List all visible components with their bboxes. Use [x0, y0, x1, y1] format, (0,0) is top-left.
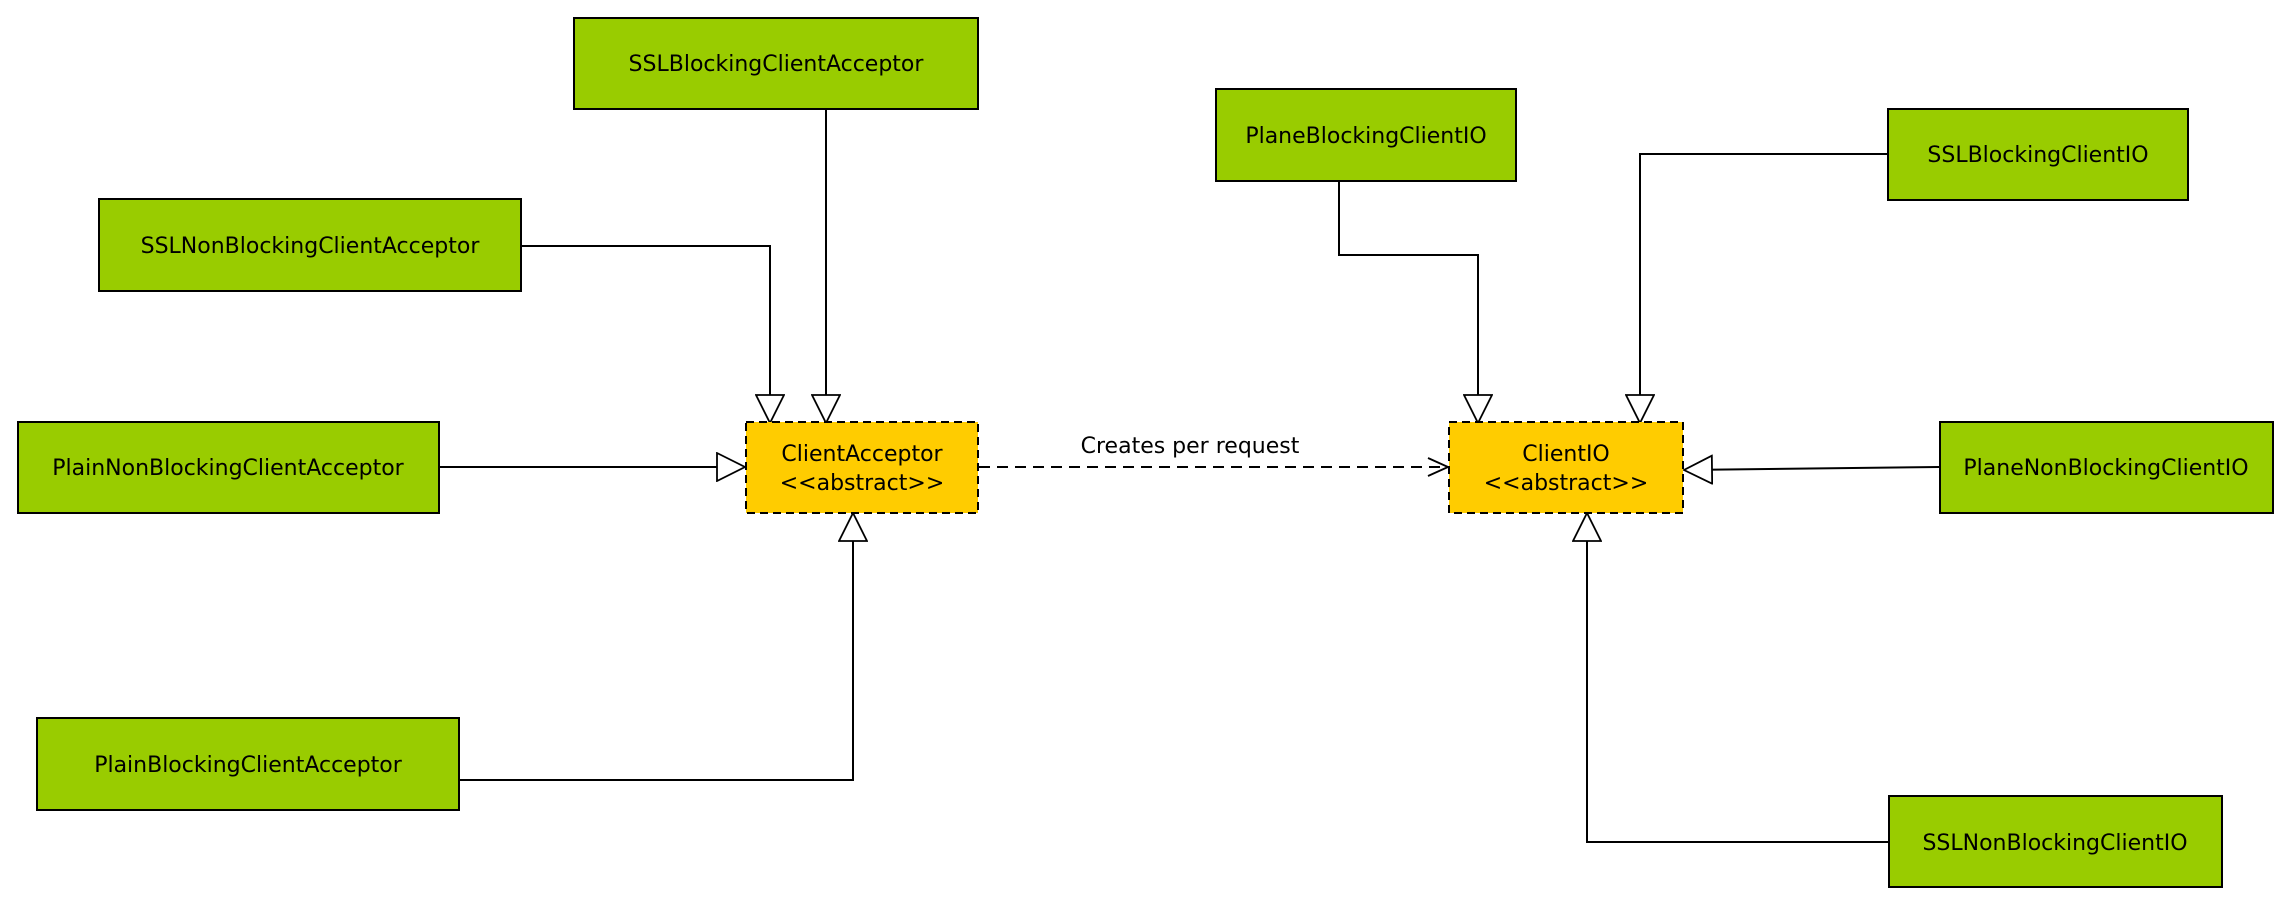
stereotype-label: <<abstract>>	[1484, 471, 1649, 496]
class-client-io-abstract[interactable]: ClientIO <<abstract>>	[1448, 421, 1684, 514]
class-label: ClientIO	[1522, 442, 1610, 467]
class-label: SSLNonBlockingClientIO	[1922, 831, 2187, 856]
class-ssl-nonblocking-client-io[interactable]: SSLNonBlockingClientIO	[1888, 795, 2223, 888]
edge-ssl-blocking-io-to-client-io	[1640, 153, 1887, 423]
class-label: PlaneBlockingClientIO	[1245, 124, 1486, 149]
edge-label-creates: Creates per request	[1081, 434, 1300, 459]
stereotype-label: <<abstract>>	[780, 471, 945, 496]
class-label: PlainBlockingClientAcceptor	[94, 753, 403, 778]
edge-plain-blocking-acceptor-to-client-acceptor	[460, 513, 853, 781]
class-label: SSLBlockingClientAcceptor	[629, 52, 925, 77]
class-label: PlaneNonBlockingClientIO	[1963, 456, 2248, 481]
class-plane-nonblocking-client-io[interactable]: PlaneNonBlockingClientIO	[1939, 421, 2274, 514]
class-label: SSLBlockingClientIO	[1927, 143, 2148, 168]
class-ssl-blocking-client-io[interactable]: SSLBlockingClientIO	[1887, 108, 2189, 201]
class-label: PlainNonBlockingClientAcceptor	[52, 456, 404, 481]
edge-plane-blocking-io-to-client-io	[1338, 181, 1478, 423]
class-client-acceptor-abstract[interactable]: ClientAcceptor <<abstract>>	[745, 421, 979, 514]
class-plane-blocking-client-io[interactable]: PlaneBlockingClientIO	[1215, 88, 1517, 182]
class-ssl-nonblocking-client-acceptor[interactable]: SSLNonBlockingClientAcceptor	[98, 198, 522, 292]
class-plain-nonblocking-client-acceptor[interactable]: PlainNonBlockingClientAcceptor	[17, 421, 440, 514]
edge-ssl-nonblocking-io-to-client-io	[1587, 513, 1888, 843]
class-plain-blocking-client-acceptor[interactable]: PlainBlockingClientAcceptor	[36, 717, 460, 811]
class-ssl-blocking-client-acceptor[interactable]: SSLBlockingClientAcceptor	[573, 17, 979, 110]
class-label: SSLNonBlockingClientAcceptor	[141, 234, 481, 259]
edge-plane-nonblocking-io-to-client-io	[1684, 467, 1940, 470]
class-label: ClientAcceptor	[781, 442, 943, 467]
edge-ssl-nonblocking-acceptor-to-client-acceptor	[522, 245, 770, 423]
